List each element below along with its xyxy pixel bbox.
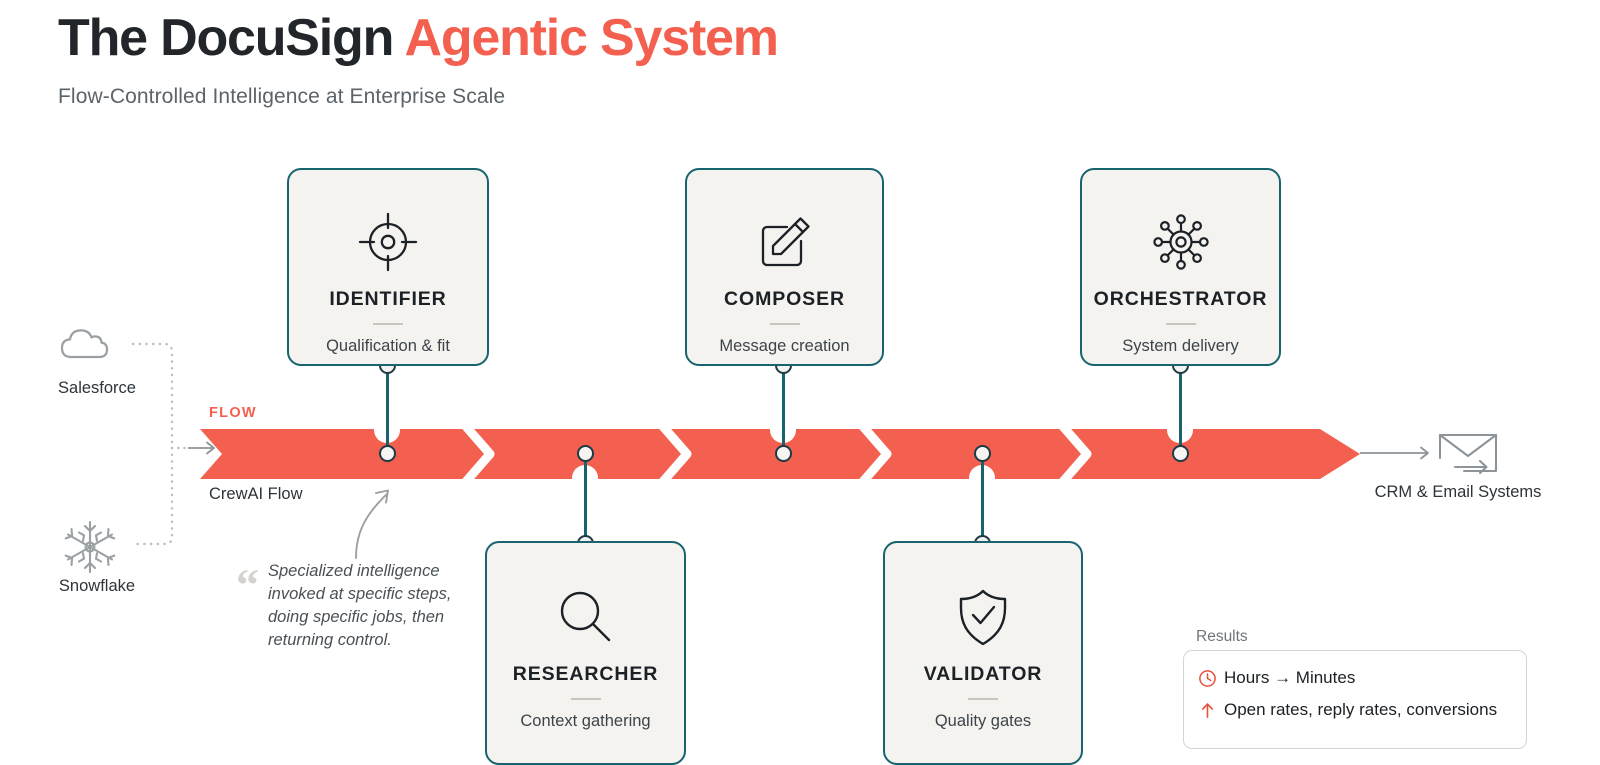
magnifier-icon: [487, 569, 684, 665]
agent-card-composer[interactable]: COMPOSER Message creation: [685, 168, 884, 366]
agent-name: RESEARCHER: [512, 663, 659, 685]
connector-validator: [981, 454, 984, 546]
node-flow-validator: [973, 445, 991, 462]
agent-description: Context gathering: [520, 711, 651, 730]
results-box: Hours → Minutes Open rates, reply rates,…: [1183, 650, 1527, 749]
result-text: Open rates, reply rates, conversions: [1224, 700, 1498, 719]
source-dotted-connectors: [131, 342, 215, 546]
flow-label: FLOW: [209, 405, 257, 421]
envelope-send-icon: [1438, 433, 1498, 475]
node-flow-orchestrator: [1171, 445, 1189, 462]
agent-description: Qualification & fit: [326, 336, 450, 355]
title-accent-part: Agentic System: [404, 9, 779, 67]
hub-network-icon: [1082, 194, 1279, 290]
result-row-rates: Open rates, reply rates, conversions: [1198, 694, 1512, 726]
agent-name: IDENTIFIER: [329, 288, 447, 310]
source-label-snowflake: Snowflake: [58, 577, 136, 595]
output-label: CRM & Email Systems: [1374, 483, 1542, 501]
quote-pointer-arrow: [355, 489, 389, 559]
quote-mark-icon: “: [236, 559, 259, 610]
agent-name: ORCHESTRATOR: [1093, 288, 1268, 310]
crosshair-target-icon: [289, 194, 487, 290]
pencil-square-icon: [687, 194, 882, 290]
agent-description: Quality gates: [934, 711, 1032, 730]
flow-sublabel: CrewAI Flow: [209, 485, 303, 503]
clock-icon: [1198, 669, 1224, 688]
divider: [1165, 322, 1196, 325]
output-arrow-and-icon: [1360, 433, 1498, 475]
quote-block: “ Specialized intelligence invoked at sp…: [236, 560, 476, 652]
snowflake-icon: [64, 520, 116, 574]
node-flow-composer: [774, 445, 792, 462]
connector-composer: [782, 366, 785, 456]
source-icons-group: [60, 329, 116, 574]
result-row-time: Hours → Minutes: [1198, 662, 1512, 694]
cloud-icon: [60, 329, 109, 359]
source-label-salesforce: Salesforce: [58, 379, 136, 397]
quote-text: Specialized intelligence invoked at spec…: [268, 562, 452, 650]
agent-description: System delivery: [1122, 336, 1239, 355]
node-flow-identifier: [378, 445, 396, 462]
agent-name: VALIDATOR: [923, 663, 1043, 685]
connector-identifier: [386, 366, 389, 456]
page-title: The DocuSign Agentic System: [58, 8, 779, 68]
agent-card-identifier[interactable]: IDENTIFIER Qualification & fit: [287, 168, 489, 366]
result-text: Hours → Minutes: [1224, 668, 1356, 687]
arrow-up-icon: [1198, 701, 1224, 720]
agent-name: COMPOSER: [724, 288, 845, 310]
agent-card-validator[interactable]: VALIDATOR Quality gates: [883, 541, 1083, 765]
divider: [373, 322, 403, 325]
divider: [570, 697, 601, 700]
divider: [769, 322, 800, 325]
agent-card-orchestrator[interactable]: ORCHESTRATOR System delivery: [1080, 168, 1281, 366]
shield-check-icon: [885, 569, 1081, 665]
connector-researcher: [584, 454, 587, 546]
agent-card-researcher[interactable]: RESEARCHER Context gathering: [485, 541, 686, 765]
results-label: Results: [1196, 628, 1248, 645]
node-flow-researcher: [576, 445, 594, 462]
divider: [968, 697, 998, 700]
title-dark-part: The DocuSign: [58, 9, 405, 67]
connector-orchestrator: [1179, 366, 1182, 456]
agent-description: Message creation: [719, 336, 850, 355]
page-subtitle: Flow-Controlled Intelligence at Enterpri…: [58, 85, 506, 108]
